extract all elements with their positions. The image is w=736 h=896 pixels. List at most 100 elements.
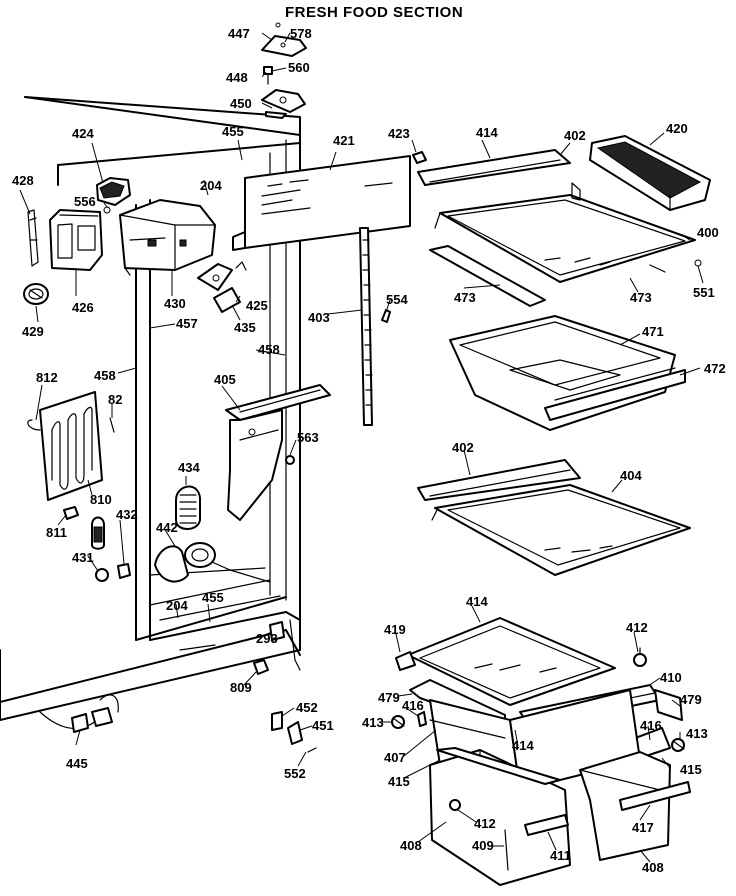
label-414-top: 414 <box>476 125 498 140</box>
label-420: 420 <box>666 121 688 136</box>
lamp-432 <box>117 563 131 579</box>
cushion-413-right <box>671 738 685 752</box>
label-812: 812 <box>36 370 58 385</box>
label-415-left: 415 <box>388 774 410 789</box>
leader-lines <box>19 32 704 863</box>
diagram-title: FRESH FOOD SECTION <box>285 4 463 21</box>
lower-shelf <box>417 459 691 576</box>
label-445: 445 <box>66 756 88 771</box>
cushion-412 <box>633 647 647 667</box>
label-809: 809 <box>230 680 252 695</box>
heater-screw <box>63 506 79 520</box>
pan-right <box>579 751 691 861</box>
light-bulb <box>91 516 105 550</box>
label-447: 447 <box>228 26 250 41</box>
shelf-ladder <box>359 227 373 426</box>
label-563: 563 <box>297 430 319 445</box>
label-428: 428 <box>12 173 34 188</box>
label-810: 810 <box>90 492 112 507</box>
label-425: 425 <box>246 298 268 313</box>
cam-809 <box>253 659 269 675</box>
label-434: 434 <box>178 460 200 475</box>
label-473-right: 473 <box>630 290 652 305</box>
label-293: 293 <box>256 631 278 646</box>
hinge-293 <box>269 621 285 641</box>
label-204-bottom: 204 <box>166 598 188 613</box>
heater <box>27 391 103 501</box>
label-448: 448 <box>226 70 248 85</box>
label-450: 450 <box>230 96 252 111</box>
label-424: 424 <box>72 126 94 141</box>
label-414-cover: 414 <box>466 594 488 609</box>
label-426: 426 <box>72 300 94 315</box>
heater-clip <box>109 417 115 433</box>
label-471: 471 <box>642 324 664 339</box>
label-421: 421 <box>333 133 355 148</box>
part-labels: 447 578 448 560 450 424 455 421 423 414 … <box>12 26 726 875</box>
label-451: 451 <box>312 718 334 733</box>
label-432: 432 <box>116 507 138 522</box>
dairy-bin <box>589 135 711 211</box>
socket-431 <box>95 568 109 582</box>
label-408-left: 408 <box>400 838 422 853</box>
label-402-mid: 402 <box>452 440 474 455</box>
label-204-top: 204 <box>200 178 222 193</box>
label-400: 400 <box>697 225 719 240</box>
label-560: 560 <box>288 60 310 75</box>
label-414-pan: 414 <box>512 738 534 753</box>
label-479-right: 479 <box>680 692 702 707</box>
label-435: 435 <box>234 320 256 335</box>
label-419: 419 <box>384 622 406 637</box>
label-455-bottom: 455 <box>202 590 224 605</box>
light-shield <box>27 209 39 267</box>
label-412-bottom: 412 <box>474 816 496 831</box>
spacer-416 <box>417 711 427 727</box>
fan-motor <box>154 542 231 583</box>
label-402-top: 402 <box>564 128 586 143</box>
control-housing <box>49 209 103 271</box>
label-442: 442 <box>156 520 178 535</box>
light-guard <box>175 485 201 530</box>
damper-assembly <box>197 261 247 313</box>
label-411: 411 <box>550 848 571 863</box>
label-578: 578 <box>290 26 312 41</box>
label-458-right: 458 <box>258 342 280 357</box>
label-412-top: 412 <box>626 620 648 635</box>
label-452: 452 <box>296 700 318 715</box>
label-82: 82 <box>108 392 122 407</box>
label-409: 409 <box>472 838 494 853</box>
bottom-hinge <box>271 711 317 753</box>
wire-harness <box>39 694 119 733</box>
label-407: 407 <box>384 750 406 765</box>
shelf-stop-pin <box>381 309 391 323</box>
pan-rail-left <box>436 747 561 785</box>
label-429: 429 <box>22 324 44 339</box>
bumper <box>412 151 427 164</box>
label-556: 556 <box>74 194 96 209</box>
label-811: 811 <box>46 525 67 540</box>
label-430: 430 <box>164 296 186 311</box>
light-socket <box>96 177 131 214</box>
top-hinge <box>261 89 306 119</box>
pan-left <box>429 749 571 886</box>
label-413-left: 413 <box>362 715 384 730</box>
label-473-left: 473 <box>454 290 476 305</box>
hinge-screw <box>263 66 273 85</box>
label-408-right: 408 <box>642 860 664 875</box>
top-hinge-cover <box>261 22 307 57</box>
label-416-right: 416 <box>640 718 662 733</box>
crisper-pan <box>449 315 686 431</box>
control-box <box>119 199 216 276</box>
label-457: 457 <box>176 316 198 331</box>
label-417: 417 <box>632 820 654 835</box>
crisper-cover <box>395 617 616 706</box>
label-416-left: 416 <box>402 698 424 713</box>
screw-563 <box>285 455 295 465</box>
top-shelf <box>417 149 702 307</box>
control-panel <box>232 155 411 251</box>
label-554: 554 <box>386 292 408 307</box>
thermostat-knob <box>23 283 49 305</box>
label-405: 405 <box>214 372 236 387</box>
label-413-right: 413 <box>686 726 708 741</box>
